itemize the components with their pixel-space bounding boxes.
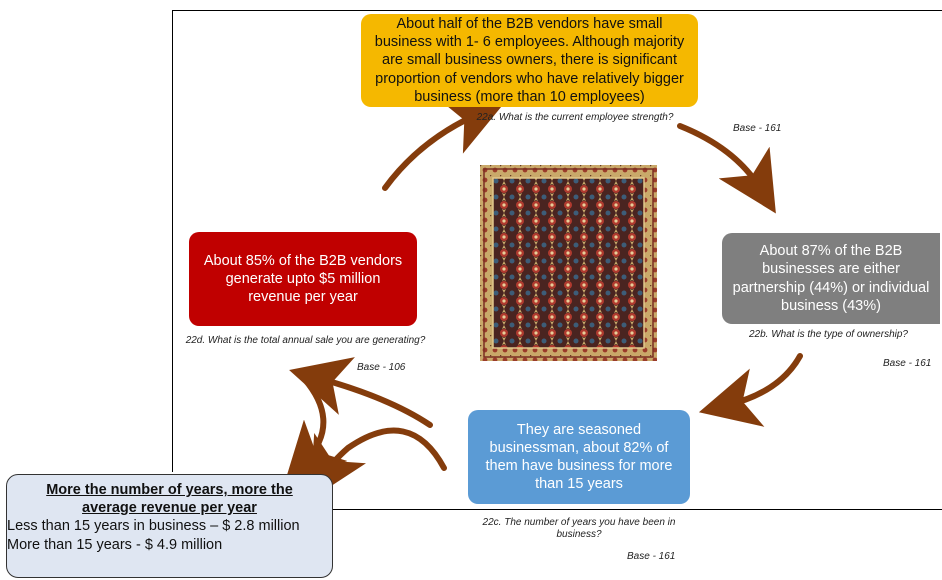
years-in-business-text: They are seasoned businessman, about 82%… [485,421,673,493]
question-22c: 22c. The number of years you have been i… [482,517,676,540]
arrow-revenue-to-employee [382,98,506,191]
arrow-revenue-to-summary [284,369,348,484]
question-22d: 22d. What is the total annual sale you a… [185,335,426,346]
summary-line-more-than-15: More than 15 years - $ 4.9 million [7,537,223,554]
base-22b: Base - 161 [883,358,932,369]
arrow-ownership-to-years [698,353,803,427]
annual-revenue-box: About 85% of the B2B vendors generate up… [189,232,417,326]
base-22a: Base - 161 [733,123,782,134]
summary-box: More the number of years, more the avera… [6,474,333,578]
arrow-employee-to-ownership [677,123,776,214]
ownership-box: About 87% of the B2B businesses are eith… [722,233,940,324]
question-22b: 22b. What is the type of ownership? [749,329,908,340]
base-22c: Base - 161 [627,551,676,562]
employee-strength-box: About half of the B2B vendors have small… [361,14,698,107]
annual-revenue-text: About 85% of the B2B vendors generate up… [203,252,403,306]
years-in-business-box: They are seasoned businessman, about 82%… [468,410,690,504]
frame-bottom-line [333,509,942,510]
summary-line-less-than-15: Less than 15 years in business – $ 2.8 m… [7,518,300,535]
base-22d: Base - 106 [357,362,406,373]
frame-top-line [172,10,942,11]
ownership-text: About 87% of the B2B businesses are eith… [732,243,930,314]
arrow-years-to-revenue [289,357,433,428]
persian-rug-image [480,165,657,361]
arrow-years-to-summary [309,427,447,500]
summary-title: More the number of years, more the avera… [46,482,293,517]
employee-strength-text: About half of the B2B vendors have small… [374,16,685,105]
question-22a: 22a. What is the current employee streng… [476,112,674,123]
frame-left-line [172,10,173,472]
